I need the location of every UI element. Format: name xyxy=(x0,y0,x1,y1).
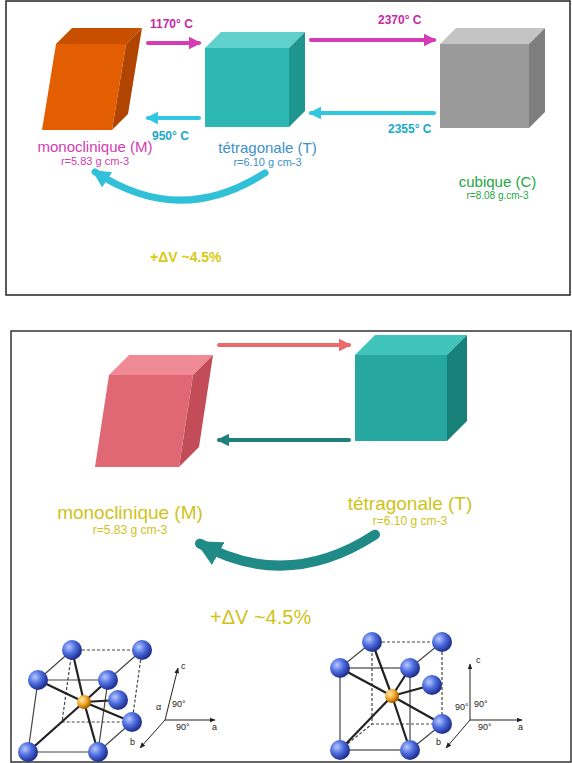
transition-arrow xyxy=(219,343,349,347)
axis-label: 90° xyxy=(478,723,492,733)
cube-side xyxy=(529,28,545,128)
phase-name: cubique (C) xyxy=(430,173,565,190)
cube-front xyxy=(205,48,289,127)
axis-label: c xyxy=(476,656,481,666)
temperature-label: 950° C xyxy=(152,130,189,143)
cube-front xyxy=(95,375,193,467)
cube-top xyxy=(205,32,305,48)
crystal-phase: tétragonale (T)r=6.10 g cm-3 xyxy=(200,32,335,169)
volume-change-arrow xyxy=(200,535,375,566)
cube-side xyxy=(289,32,305,127)
phase-density: r=5.83 g cm-3 xyxy=(30,524,230,538)
temperature-label: +ΔV ~4.5% xyxy=(210,606,311,628)
cube-shape xyxy=(205,32,305,127)
cube-shape xyxy=(95,355,213,467)
transition-arrow xyxy=(148,116,199,120)
axis-label: b xyxy=(130,738,135,748)
transition-arrow xyxy=(219,438,349,442)
axis-label: 90° xyxy=(455,703,469,713)
phase-name: tétragonale (T) xyxy=(200,139,335,156)
axis-label: b xyxy=(436,738,441,748)
volume-change-arrow xyxy=(95,172,265,200)
axis-label: a xyxy=(212,723,217,733)
crystal-phase: tétragonale (T)r=6.10 g cm-3 xyxy=(315,335,505,529)
cube-shape xyxy=(42,28,142,130)
crystal-phase: monoclinique (M)r=5.83 g cm-3 xyxy=(20,28,170,168)
temperature-label: +ΔV ~4.5% xyxy=(150,250,222,265)
axis-label: 90° xyxy=(474,700,488,710)
tetragonal-cell xyxy=(330,632,452,760)
axis-label: α xyxy=(156,703,161,713)
cube-side xyxy=(447,335,467,441)
cube-top xyxy=(440,28,545,44)
tetragonal-axes xyxy=(446,664,522,748)
monoclinic-cell xyxy=(18,640,152,762)
temperature-label: 1170° C xyxy=(150,18,193,31)
cube-front xyxy=(355,355,447,441)
transition-arrow xyxy=(148,41,199,45)
phase-name: monoclinique (M) xyxy=(30,502,230,524)
crystal-phase: cubique (C)r=8.08 g.cm-3 xyxy=(430,28,565,202)
top-panel-frame xyxy=(6,1,570,295)
monoclinic-axes xyxy=(140,668,215,748)
phase-density: r=6.10 g cm-3 xyxy=(315,515,505,529)
transition-arrow xyxy=(311,38,434,42)
temperature-label: 2370° C xyxy=(378,14,422,27)
cube-front xyxy=(440,44,529,128)
cube-shape xyxy=(440,28,545,128)
phase-density: r=8.08 g.cm-3 xyxy=(430,190,565,202)
crystal-phase: monoclinique (M)r=5.83 g cm-3 xyxy=(30,355,230,538)
cube-front xyxy=(42,44,126,130)
cube-shape xyxy=(355,335,467,441)
phase-density: r=6.10 g cm-3 xyxy=(200,156,335,169)
phase-name: tétragonale (T) xyxy=(315,493,505,515)
axis-label: a xyxy=(518,723,523,733)
temperature-label: 2355° C xyxy=(388,123,432,136)
axis-label: 90° xyxy=(172,700,186,710)
transition-arrow xyxy=(311,111,434,115)
axis-label: 90° xyxy=(176,723,190,733)
axis-label: c xyxy=(181,662,186,672)
phase-density: r=5.83 g cm-3 xyxy=(20,155,170,168)
bottom-panel-frame xyxy=(11,331,571,762)
phase-name: monoclinique (M) xyxy=(20,138,170,155)
